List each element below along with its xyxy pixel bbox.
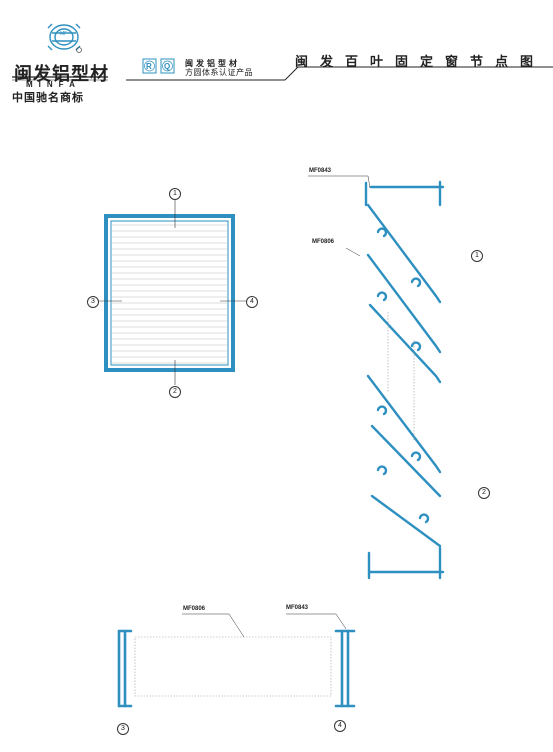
profile-label-mf0843: MF0843: [309, 168, 332, 174]
elevation-callout-3: 3: [87, 296, 99, 308]
section-callout-1: 1: [471, 250, 483, 262]
elevation-callout-2: 2: [169, 386, 181, 398]
cert-badge-q: Q: [164, 62, 171, 71]
svg-text:MF: MF: [60, 31, 67, 37]
brand-name: 闽发铝型材: [14, 64, 109, 85]
brand-slogan: 中国驰名商标: [12, 92, 84, 104]
hsection-callout-4: 4: [334, 720, 346, 732]
cert-badge-r: R: [146, 62, 152, 71]
profile-label-mf0806: MF0806: [312, 239, 335, 245]
hsection-label-mf0806: MF0806: [183, 606, 206, 612]
cert-line-2: 方圆体系认证产品: [185, 68, 253, 77]
cert-line-1: 闽发铝型材: [185, 58, 240, 68]
elevation-callout-4: 4: [246, 296, 258, 308]
brand-latin-name: MINFA: [26, 80, 81, 89]
section-callout-2: 2: [478, 487, 490, 499]
hsection-callout-3: 3: [117, 723, 129, 735]
hsection-label-mf0843: MF0843: [286, 605, 309, 611]
page-title: 闽发百叶固定窗节点图: [295, 55, 546, 70]
elevation-callout-1: 1: [169, 188, 181, 200]
